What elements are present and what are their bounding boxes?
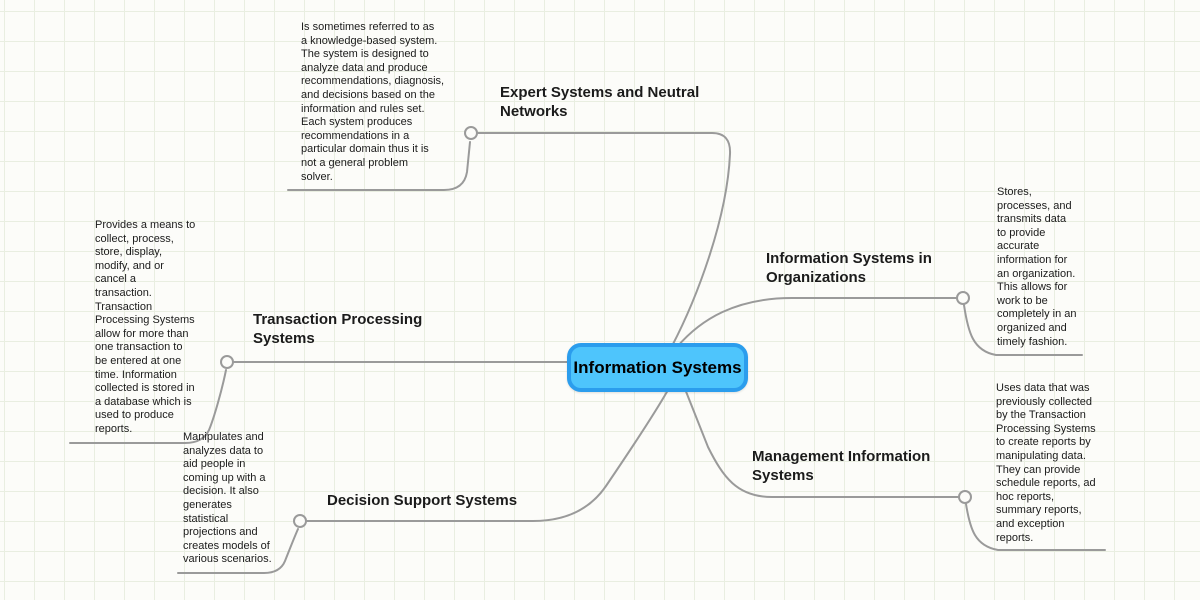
connector-expert-systems-note	[287, 141, 471, 191]
branch-endpoint-dot-transaction[interactable]	[220, 355, 234, 369]
branch-endpoint-dot-expert[interactable]	[464, 126, 478, 140]
connector-expert-systems-branch	[477, 132, 732, 347]
connector-organizations-note	[963, 304, 1083, 356]
branch-endpoint-dot-decision[interactable]	[293, 514, 307, 528]
branch-note-management-information-systems[interactable]: Uses data that was previously collected …	[996, 382, 1096, 544]
branch-endpoint-dot-organizations[interactable]	[956, 291, 970, 305]
connector-decision-branch	[306, 389, 669, 522]
branch-note-information-systems-in-organizations[interactable]: Stores, processes, and transmits data to…	[997, 186, 1077, 348]
branch-label-management-information-systems[interactable]: Management Information Systems	[752, 448, 931, 484]
branch-note-transaction-processing-systems[interactable]: Provides a means to collect, process, st…	[95, 219, 196, 435]
branch-endpoint-dot-management[interactable]	[958, 490, 972, 504]
central-node-label: Information Systems	[573, 357, 742, 377]
central-node[interactable]: Information Systems	[567, 343, 748, 392]
connector-transaction-note	[69, 369, 227, 444]
connector-management-branch	[684, 388, 959, 498]
branch-note-expert-systems[interactable]: Is sometimes referred to as a knowledge-…	[301, 21, 445, 183]
branch-label-decision-support-systems[interactable]: Decision Support Systems	[327, 492, 518, 509]
branch-label-expert-systems[interactable]: Expert Systems and Neutral Networks	[500, 84, 700, 120]
connector-management-note	[965, 503, 1106, 551]
connector-decision-note	[177, 528, 299, 574]
branch-label-transaction-processing-systems[interactable]: Transaction Processing Systems	[253, 311, 423, 347]
connector-organizations-branch	[676, 297, 957, 348]
branch-label-information-systems-in-organizations[interactable]: Information Systems in Organizations	[766, 250, 932, 286]
branch-note-decision-support-systems[interactable]: Manipulates and analyzes data to aid peo…	[183, 431, 272, 566]
